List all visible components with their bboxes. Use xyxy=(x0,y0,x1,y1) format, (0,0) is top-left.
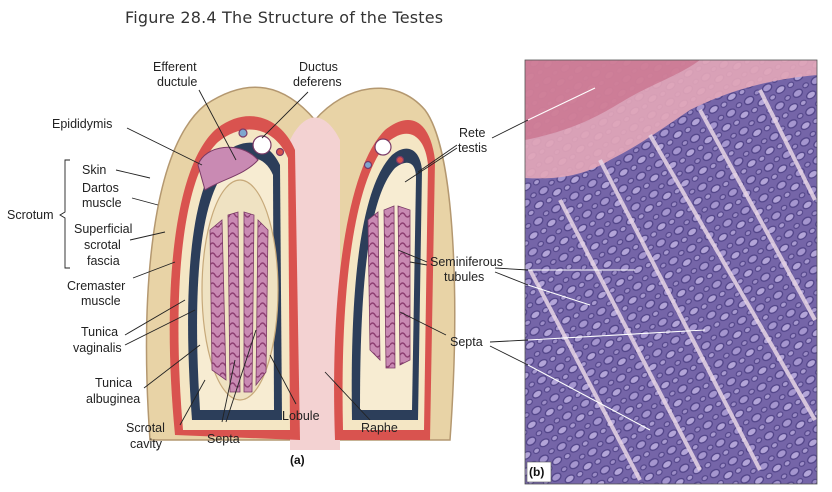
label-efferent-2: ductule xyxy=(157,75,197,89)
left-cord-vessels xyxy=(238,128,285,157)
label-epididymis: Epididymis xyxy=(52,117,112,131)
panel-a-leaders xyxy=(59,89,458,426)
panel-b-leaders xyxy=(489,87,706,431)
label-rete-1: Rete xyxy=(459,126,485,140)
panel-a-labels: Efferent ductule Ductus deferens Epididy… xyxy=(7,60,503,467)
label-septa: Septa xyxy=(207,432,240,446)
label-rete-2: testis xyxy=(458,141,487,155)
label-superficial-2: scrotal xyxy=(84,238,121,252)
label-ductus-2: deferens xyxy=(293,75,342,89)
label-efferent-1: Efferent xyxy=(153,60,197,74)
label-skin: Skin xyxy=(82,163,106,177)
label-raphe: Raphe xyxy=(361,421,398,435)
panel-b-tag: (b) xyxy=(529,465,544,479)
label-seminiferous-1: Seminiferous xyxy=(430,255,503,269)
panel-a-illustration xyxy=(145,86,456,450)
panel-b-micrograph: (b) xyxy=(524,59,818,485)
left-lobules xyxy=(209,211,269,393)
label-superficial-1: Superficial xyxy=(74,222,132,236)
label-scrotum: Scrotum xyxy=(7,208,54,222)
label-cremaster-1: Cremaster xyxy=(67,279,125,293)
label-scrotal-cav-1: Scrotal xyxy=(126,421,165,435)
raphe-region xyxy=(290,117,340,450)
label-tunica-alb-2: albuginea xyxy=(86,392,140,406)
label-tunica-vag-1: Tunica xyxy=(81,325,118,339)
label-tunica-alb-1: Tunica xyxy=(95,376,132,390)
septa-streaks xyxy=(528,89,817,481)
label-dartos-1: Dartos xyxy=(82,181,119,195)
right-testis xyxy=(334,120,435,440)
right-cord-vessels xyxy=(363,138,405,170)
label-seminiferous-2: tubules xyxy=(444,270,484,284)
left-epididymis xyxy=(197,146,259,191)
label-tunica-vag-2: vaginalis xyxy=(73,341,122,355)
right-lobules xyxy=(367,205,411,369)
label-septa-right: Septa xyxy=(450,335,483,349)
label-ductus-1: Ductus xyxy=(299,60,338,74)
label-lobule: Lobule xyxy=(282,409,320,423)
label-dartos-2: muscle xyxy=(82,196,122,210)
label-cremaster-2: muscle xyxy=(81,294,121,308)
label-scrotal-cav-2: cavity xyxy=(130,437,163,451)
figure-title: Figure 28.4 The Structure of the Testes xyxy=(125,8,444,27)
panel-a-tag: (a) xyxy=(290,453,305,467)
label-superficial-3: fascia xyxy=(87,254,120,268)
left-testis xyxy=(169,116,300,440)
